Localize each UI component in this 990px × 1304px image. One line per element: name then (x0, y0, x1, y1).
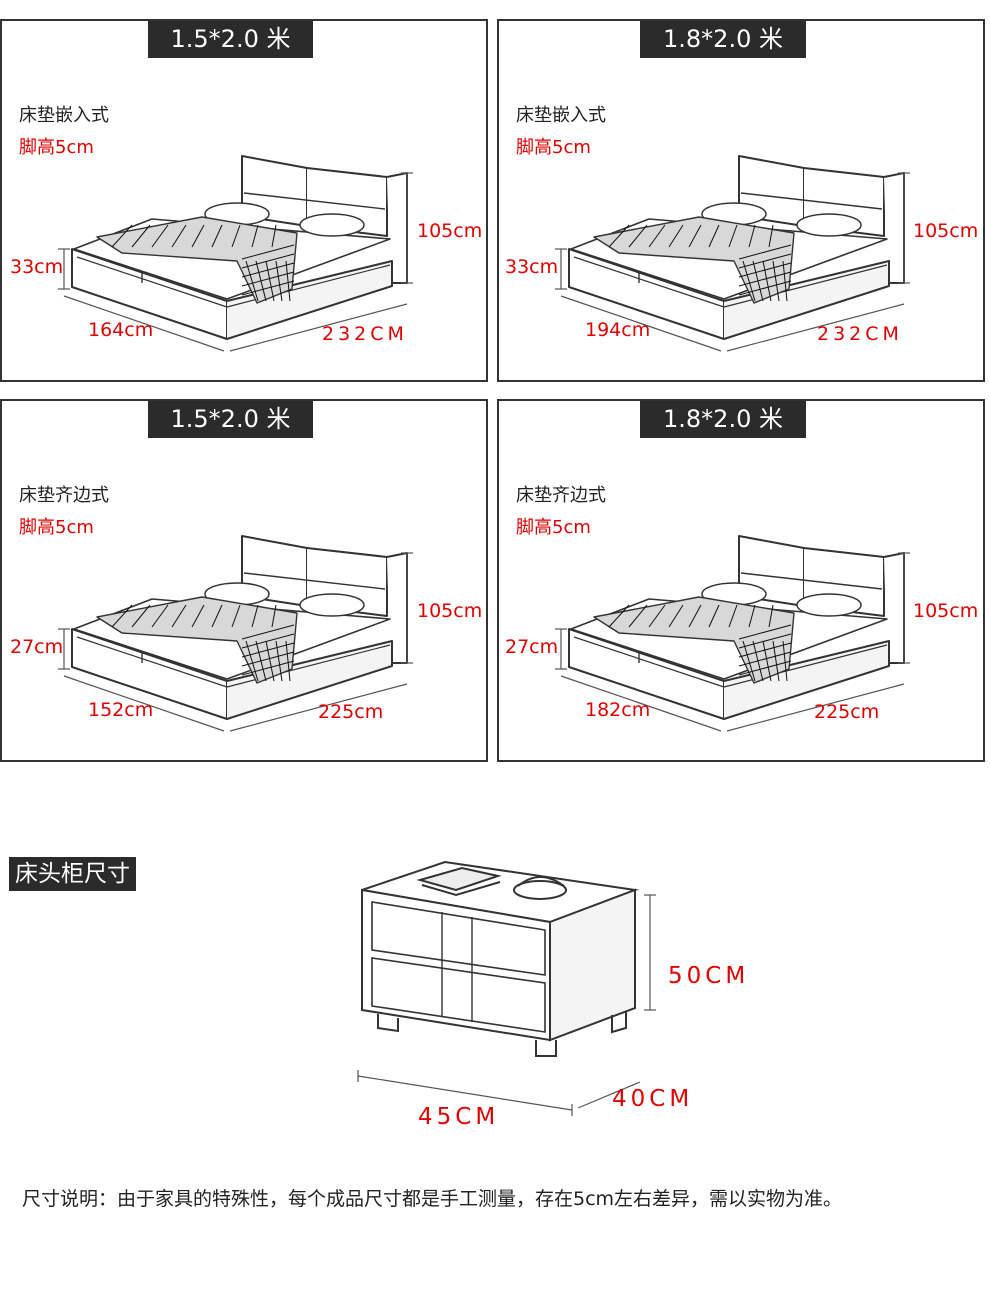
size-disclaimer-note: 尺寸说明：由于家具的特殊性，每个成品尺寸都是手工测量，存在5cm左右差异，需以实… (22, 1188, 843, 1210)
size-tab: 1.8*2.0 米 (640, 21, 806, 58)
bed-sketch-icon (555, 155, 910, 352)
height-dimension: 105cm (417, 220, 483, 242)
bed-panel-2: 1.8*2.0 米 床垫嵌入式 脚高5cm 105cm 33cm 194cm 2… (497, 19, 985, 382)
size-tab: 1.5*2.0 米 (148, 401, 313, 438)
mattress-type-label: 床垫齐边式 (19, 485, 109, 506)
side-height-dimension: 27cm (505, 636, 559, 658)
length-dimension: 225cm (814, 701, 880, 723)
nightstand-section-title: 床头柜尺寸 (9, 857, 136, 891)
size-tab: 1.8*2.0 米 (640, 401, 806, 438)
bed-panel-4: 1.8*2.0 米 床垫齐边式 脚高5cm 105cm 27cm 182cm 2… (497, 399, 985, 762)
nightstand-depth-dimension: 40CM (612, 1086, 694, 1112)
height-dimension: 105cm (913, 220, 979, 242)
length-dimension: 232CM (817, 323, 903, 345)
width-dimension: 194cm (585, 319, 651, 341)
leg-height-label: 脚高5cm (19, 137, 94, 158)
leg-height-label: 脚高5cm (19, 517, 94, 538)
mattress-type-label: 床垫嵌入式 (19, 105, 109, 126)
width-dimension: 152cm (88, 699, 154, 721)
leg-height-label: 脚高5cm (516, 137, 591, 158)
side-height-dimension: 33cm (10, 256, 64, 278)
leg-height-label: 脚高5cm (516, 517, 591, 538)
side-height-dimension: 27cm (10, 636, 64, 658)
height-dimension: 105cm (417, 600, 483, 622)
nightstand-height-dimension: 50CM (668, 963, 750, 989)
bed-sketch-icon (555, 535, 910, 732)
length-dimension: 225cm (318, 701, 384, 723)
bed-sketch-icon (58, 155, 413, 352)
nightstand-sketch-icon (357, 860, 656, 1116)
bed-sketch-icon (58, 535, 413, 732)
height-dimension: 105cm (913, 600, 979, 622)
bed-panel-1: 1.5*2.0 米 床垫嵌入式 脚高5cm 105cm 33cm 164cm 2… (0, 19, 488, 382)
bed-panel-3: 1.5*2.0 米 床垫齐边式 脚高5cm 105cm 27cm 152cm 2… (0, 399, 488, 762)
width-dimension: 164cm (88, 319, 154, 341)
mattress-type-label: 床垫齐边式 (516, 485, 606, 506)
length-dimension: 232CM (322, 323, 408, 345)
side-height-dimension: 33cm (505, 256, 559, 278)
nightstand-width-dimension: 45CM (418, 1104, 500, 1130)
size-tab: 1.5*2.0 米 (148, 21, 313, 58)
mattress-type-label: 床垫嵌入式 (516, 105, 606, 126)
width-dimension: 182cm (585, 699, 651, 721)
